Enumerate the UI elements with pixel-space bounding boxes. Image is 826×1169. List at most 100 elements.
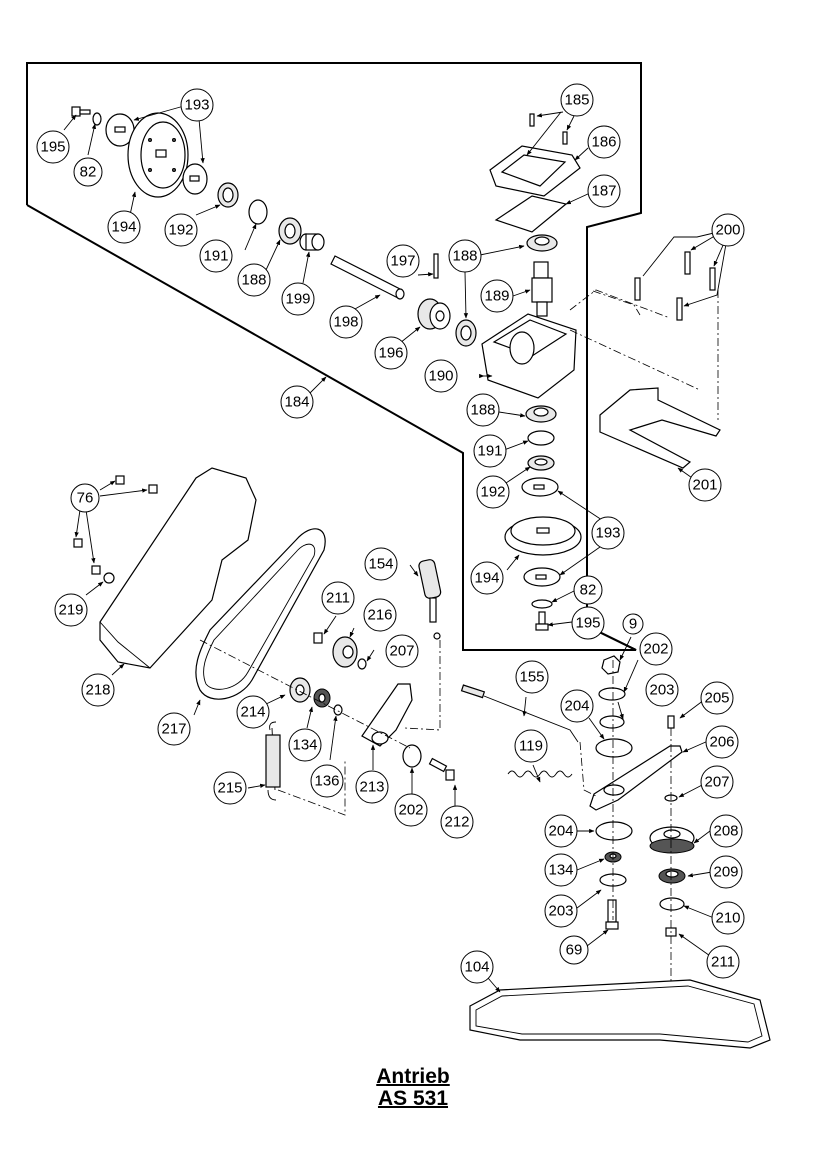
callout-134: 134 bbox=[544, 853, 578, 887]
callout-191: 191 bbox=[199, 239, 233, 273]
arm-213 bbox=[361, 683, 413, 747]
bearing-188-middle bbox=[455, 319, 477, 347]
svg-text:191: 191 bbox=[477, 443, 502, 460]
flange-193-lower-a bbox=[521, 477, 559, 497]
callout-119: 119 bbox=[514, 729, 548, 763]
svg-text:200: 200 bbox=[715, 222, 740, 239]
bolt-200-b bbox=[684, 251, 691, 275]
belt-guard-218-edge bbox=[99, 621, 151, 669]
svg-text:210: 210 bbox=[715, 910, 740, 927]
callout-82: 82 bbox=[73, 157, 103, 187]
screw-205 bbox=[667, 715, 675, 729]
callout-189: 189 bbox=[480, 279, 514, 313]
washer-136 bbox=[333, 704, 343, 716]
svg-text:204: 204 bbox=[548, 823, 573, 840]
washer-207-left bbox=[357, 658, 367, 670]
svg-text:9: 9 bbox=[629, 616, 637, 633]
svg-text:207: 207 bbox=[389, 643, 414, 660]
flange-193-lower-b bbox=[523, 567, 561, 587]
svg-text:193: 193 bbox=[595, 525, 620, 542]
washer-219 bbox=[103, 572, 115, 584]
callout-204: 204 bbox=[544, 814, 578, 848]
svg-text:197: 197 bbox=[390, 253, 415, 270]
bolt-76-a bbox=[115, 475, 125, 485]
callout-192: 192 bbox=[476, 475, 510, 509]
pulley-194-upper bbox=[127, 112, 189, 198]
svg-text:208: 208 bbox=[713, 823, 738, 840]
callout-192: 192 bbox=[164, 213, 198, 247]
svg-text:191: 191 bbox=[203, 248, 228, 265]
spring-215 bbox=[265, 721, 281, 801]
belt-217 bbox=[195, 528, 326, 700]
callout-214: 214 bbox=[236, 695, 270, 729]
callout-193: 193 bbox=[591, 516, 625, 550]
svg-text:195: 195 bbox=[40, 139, 65, 156]
svg-text:188: 188 bbox=[452, 248, 477, 265]
gearbox-group-boundary bbox=[26, 62, 642, 651]
washer-82-upper bbox=[92, 112, 102, 126]
title-line-2: AS 531 bbox=[377, 1087, 449, 1110]
callout-194: 194 bbox=[107, 210, 141, 244]
callout-190: 190 bbox=[424, 359, 458, 393]
svg-text:195: 195 bbox=[575, 615, 600, 632]
bolt-76-c bbox=[73, 538, 83, 548]
bearing-209 bbox=[658, 868, 686, 884]
svg-text:154: 154 bbox=[368, 556, 393, 573]
svg-text:215: 215 bbox=[217, 780, 242, 797]
callout-196: 196 bbox=[374, 336, 408, 370]
callout-134: 134 bbox=[288, 728, 322, 762]
svg-text:134: 134 bbox=[292, 737, 317, 754]
callout-204: 204 bbox=[560, 689, 594, 723]
pin-197 bbox=[433, 253, 439, 279]
seal-192-upper bbox=[217, 182, 239, 208]
svg-text:69: 69 bbox=[566, 942, 583, 959]
callout-69: 69 bbox=[559, 935, 589, 965]
bearing-188-gearbox-bottom bbox=[525, 405, 557, 423]
circlip-191-upper bbox=[248, 199, 268, 225]
svg-text:211: 211 bbox=[711, 954, 735, 971]
bracket-201 bbox=[599, 387, 721, 469]
svg-text:194: 194 bbox=[474, 570, 499, 587]
callout-208: 208 bbox=[709, 814, 743, 848]
svg-text:201: 201 bbox=[692, 477, 717, 494]
callout-136: 136 bbox=[310, 764, 344, 798]
shaft-198 bbox=[330, 255, 405, 300]
svg-text:136: 136 bbox=[314, 773, 339, 790]
belt-104-inner bbox=[475, 985, 763, 1043]
shaft-189 bbox=[531, 261, 553, 317]
callout-211: 211 bbox=[321, 581, 355, 615]
callout-212: 212 bbox=[440, 805, 474, 839]
svg-text:211: 211 bbox=[326, 590, 350, 607]
flange-193-slot-a bbox=[114, 126, 126, 133]
bolt-200-c bbox=[709, 267, 716, 291]
callout-186: 186 bbox=[587, 125, 621, 159]
arm-213-hole bbox=[371, 731, 389, 745]
bolt-76-d bbox=[91, 565, 101, 575]
callout-195: 195 bbox=[36, 130, 70, 164]
callout-188: 188 bbox=[466, 393, 500, 427]
svg-text:193: 193 bbox=[184, 97, 209, 114]
callout-210: 210 bbox=[711, 901, 745, 935]
svg-text:202: 202 bbox=[398, 802, 423, 819]
bolt-200-a bbox=[634, 277, 641, 301]
bolt-76-b bbox=[148, 484, 158, 494]
belt-104 bbox=[469, 979, 771, 1049]
svg-text:206: 206 bbox=[709, 734, 734, 751]
washer-204-lower bbox=[595, 821, 633, 841]
callout-203: 203 bbox=[544, 894, 578, 928]
callout-187: 187 bbox=[587, 174, 621, 208]
callout-199: 199 bbox=[281, 282, 315, 316]
pulley-214 bbox=[289, 677, 311, 703]
svg-text:217: 217 bbox=[161, 721, 186, 738]
bolt-195-upper bbox=[71, 106, 91, 117]
svg-text:185: 185 bbox=[564, 92, 589, 109]
svg-text:188: 188 bbox=[241, 272, 266, 289]
callout-206: 206 bbox=[705, 725, 739, 759]
svg-text:205: 205 bbox=[704, 690, 729, 707]
svg-text:199: 199 bbox=[285, 291, 310, 308]
cable-155 bbox=[460, 684, 579, 743]
callout-207: 207 bbox=[700, 765, 734, 799]
callout-9: 9 bbox=[622, 613, 644, 635]
callout-197: 197 bbox=[386, 244, 420, 278]
